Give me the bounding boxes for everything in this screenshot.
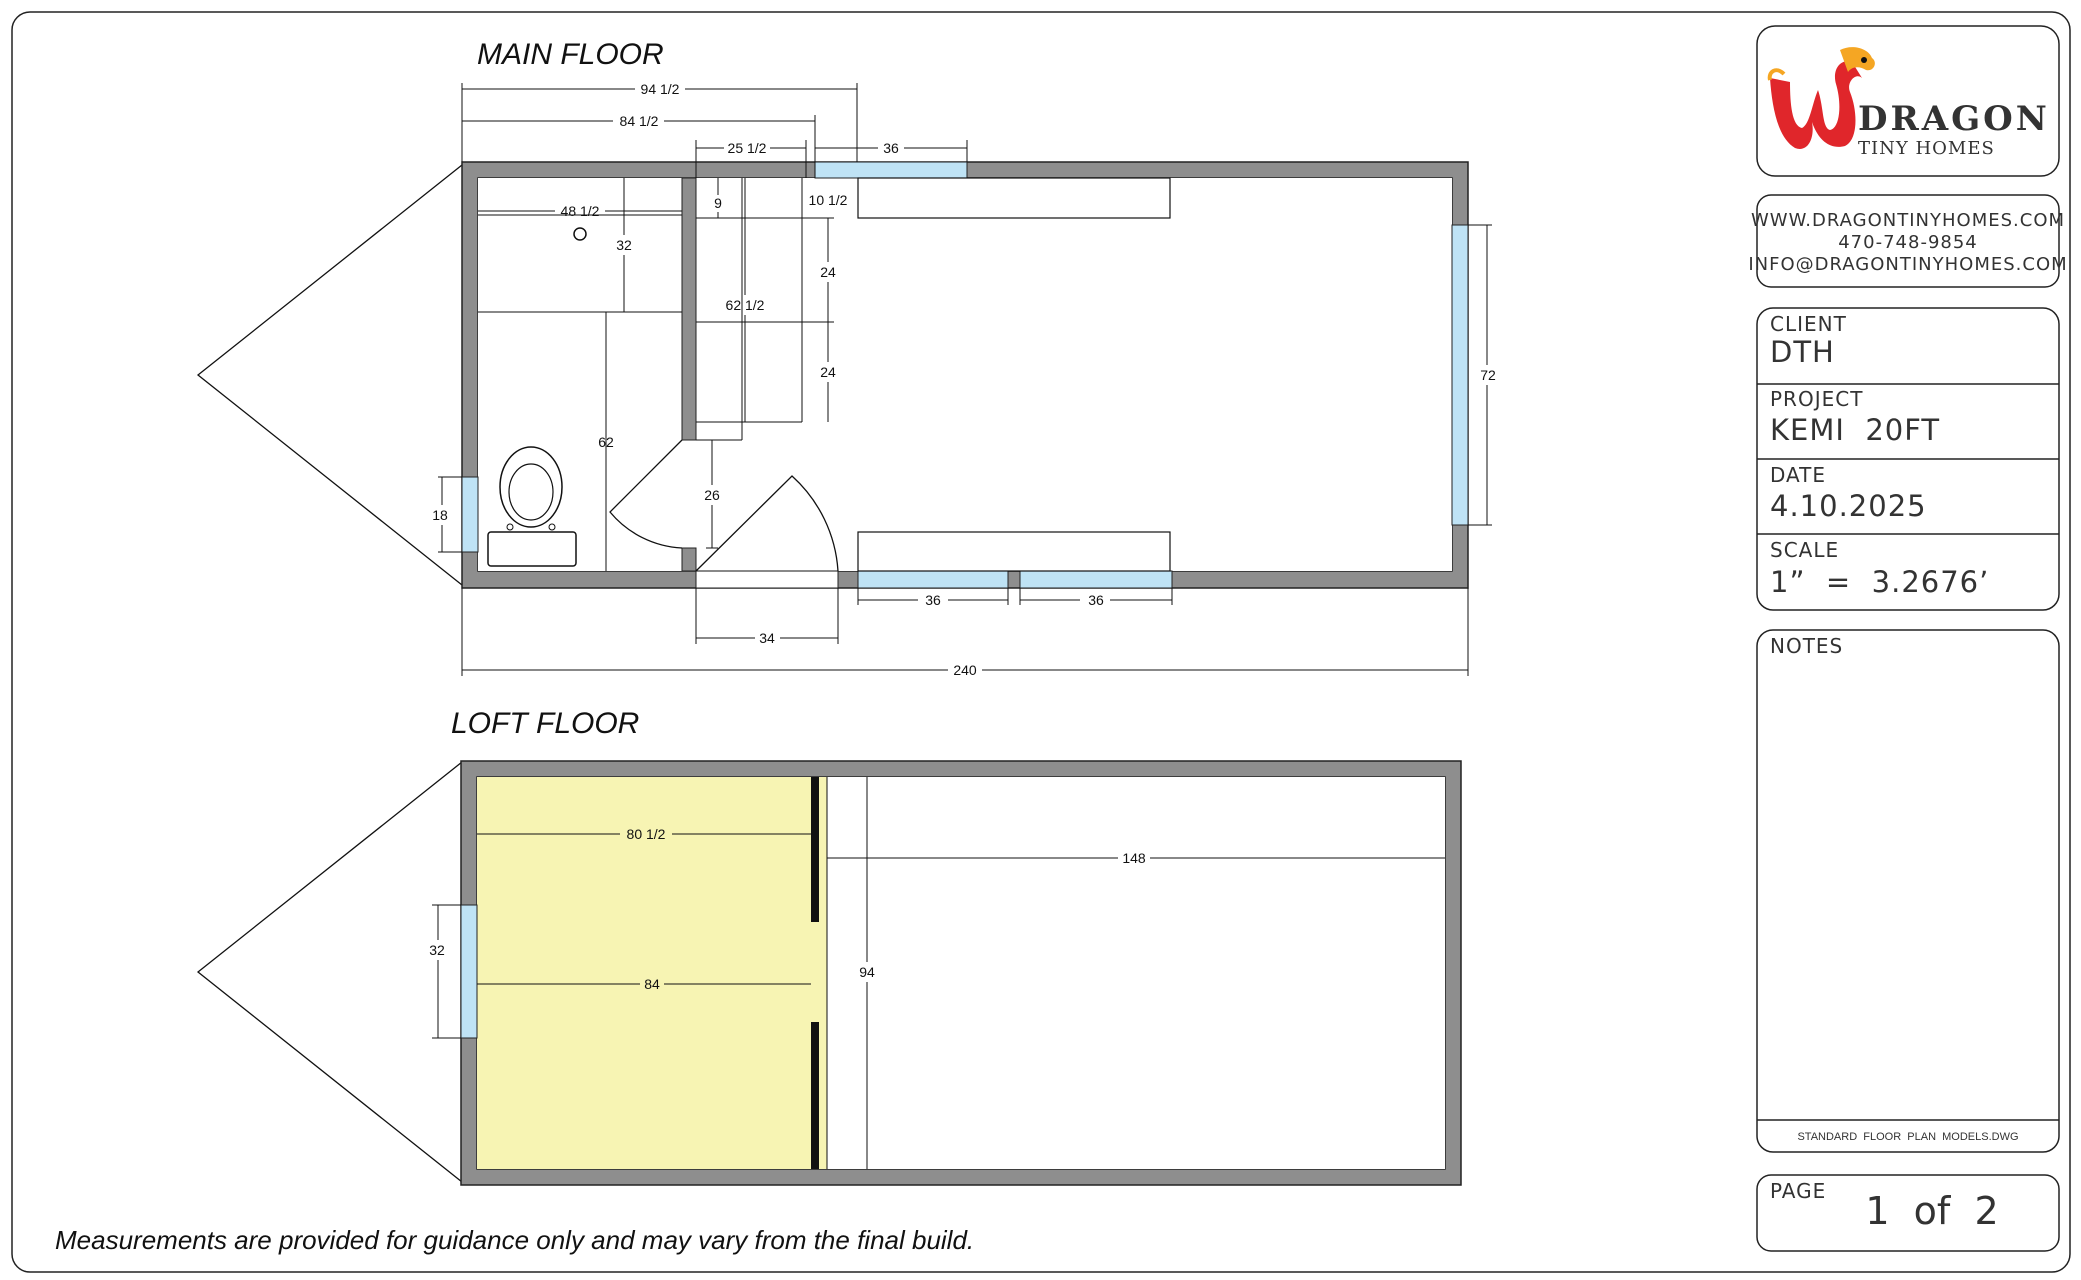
loft-dim-32: 32 bbox=[429, 942, 445, 958]
dim-9: 9 bbox=[714, 195, 722, 211]
dim-84-half: 84 1/2 bbox=[620, 113, 659, 129]
dim-62: 62 bbox=[598, 434, 614, 450]
loft-dim-148: 148 bbox=[1122, 850, 1146, 866]
loft-dim-94: 94 bbox=[859, 964, 875, 980]
entry-door-opening bbox=[695, 570, 839, 589]
dim-36-window-b: 36 bbox=[1088, 592, 1104, 608]
client-label: CLIENT bbox=[1770, 312, 1847, 336]
bathroom-partition-upper bbox=[681, 177, 697, 441]
dim-25-half: 25 1/2 bbox=[728, 140, 767, 156]
dim-32-shower: 32 bbox=[616, 237, 632, 253]
page-label: PAGE bbox=[1770, 1179, 1826, 1203]
date-label: DATE bbox=[1770, 463, 1826, 487]
dim-94-half: 94 1/2 bbox=[641, 81, 680, 97]
page-panel bbox=[1756, 1174, 2060, 1252]
toilet-tank bbox=[487, 531, 577, 567]
brand-subtitle: TINY HOMES bbox=[1858, 138, 1995, 159]
disclaimer: Measurements are provided for guidance o… bbox=[55, 1225, 974, 1255]
notes-label: NOTES bbox=[1770, 634, 1843, 658]
dim-24-lower: 24 bbox=[820, 364, 836, 380]
date-value: 4.10.2025 bbox=[1770, 489, 1927, 523]
shower-drain-icon bbox=[573, 227, 587, 241]
dim-62-half: 62 1/2 bbox=[726, 297, 765, 313]
toilet-bolt-right bbox=[548, 523, 556, 531]
dim-10-half: 10 1/2 bbox=[809, 192, 848, 208]
main-floor-title: MAIN FLOOR bbox=[477, 38, 664, 71]
sheet-border bbox=[11, 11, 2071, 1273]
loft-dimension-lines bbox=[432, 777, 1445, 1169]
loft-trailer-hitch bbox=[196, 761, 463, 1183]
loft-rail-upper bbox=[811, 777, 819, 922]
dim-34: 34 bbox=[759, 630, 775, 646]
dim-26: 26 bbox=[704, 487, 720, 503]
toilet-icon bbox=[499, 446, 563, 528]
window-top bbox=[814, 161, 968, 179]
dragon-logo-icon bbox=[1767, 47, 1875, 149]
file-name: STANDARD FLOOR PLAN MODELS.DWG bbox=[1797, 1131, 2018, 1143]
email: INFO@DRAGONTINYHOMES.COM bbox=[1748, 254, 2067, 275]
upper-counter bbox=[857, 177, 1171, 219]
bathroom-partition-lower bbox=[681, 547, 697, 572]
dim-18: 18 bbox=[432, 507, 448, 523]
loft-rail-lower bbox=[811, 1022, 819, 1169]
window-bathroom bbox=[461, 476, 479, 553]
main-floor-interior bbox=[478, 178, 1452, 571]
loft-sleeping-area bbox=[477, 777, 827, 1169]
scale-value: 1” = 3.2676’ bbox=[1770, 565, 1989, 599]
bathroom-door-swing bbox=[609, 439, 683, 549]
toilet-seat bbox=[508, 463, 554, 521]
loft-dim-84: 84 bbox=[644, 976, 660, 992]
dim-48-half: 48 1/2 bbox=[561, 203, 600, 219]
page-number: 1 of 2 bbox=[1865, 1189, 1998, 1233]
loft-window bbox=[460, 904, 478, 1039]
contact-panel bbox=[1756, 194, 2060, 288]
loft-floor-title: LOFT FLOOR bbox=[451, 707, 639, 740]
loft-dim-80-half: 80 1/2 bbox=[627, 826, 666, 842]
dim-24-upper: 24 bbox=[820, 264, 836, 280]
main-dimension-lines bbox=[438, 83, 1492, 676]
dim-36-top-window: 36 bbox=[883, 140, 899, 156]
loft-floor-plan: LOFT FLOOR 80 1/2 148 84 94 32 bbox=[196, 707, 1462, 1186]
client-value: DTH bbox=[1770, 335, 1835, 369]
dim-36-window-a: 36 bbox=[925, 592, 941, 608]
website: WWW.DRAGONTINYHOMES.COM bbox=[1751, 210, 2065, 231]
window-bottom-a bbox=[857, 570, 1009, 589]
toilet-bolt-left bbox=[506, 523, 514, 531]
dim-240: 240 bbox=[953, 662, 977, 678]
brand-name: DRAGON bbox=[1858, 99, 2050, 139]
trailer-hitch bbox=[196, 164, 463, 586]
notes-panel bbox=[1756, 629, 2060, 1153]
project-label: PROJECT bbox=[1770, 387, 1863, 411]
dim-72: 72 bbox=[1480, 367, 1496, 383]
scale-label: SCALE bbox=[1770, 538, 1839, 562]
lower-counter bbox=[857, 531, 1171, 572]
title-block: DRAGON TINY HOMES WWW.DRAGONTINYHOMES.CO… bbox=[1748, 25, 2067, 1252]
window-right bbox=[1451, 224, 1469, 526]
main-floor-plan: MAIN FLOOR bbox=[196, 38, 1496, 678]
entry-door-swing bbox=[695, 475, 839, 572]
window-bottom-b bbox=[1019, 570, 1173, 589]
phone: 470-748-9854 bbox=[1838, 232, 1978, 253]
stair-storage bbox=[696, 178, 832, 441]
project-value: KEMI 20FT bbox=[1770, 413, 1940, 447]
